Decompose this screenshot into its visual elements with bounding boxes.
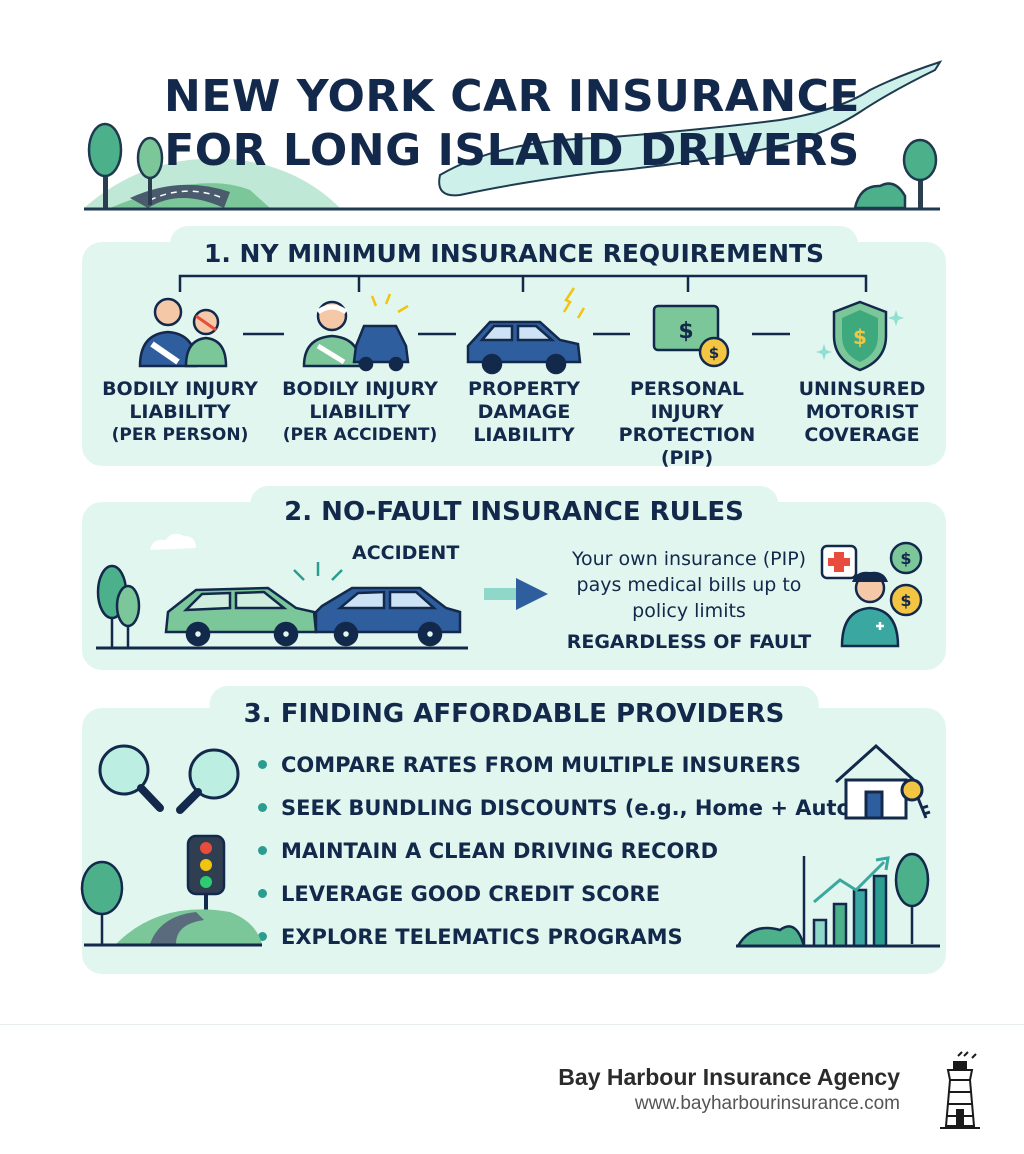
list-item: LEVERAGE GOOD CREDIT SCORE (258, 873, 861, 916)
requirement-uninsured-motorist: UNINSURED MOTORIST COVERAGE (798, 378, 926, 446)
page-title: NEW YORK CAR INSURANCE FOR LONG ISLAND D… (0, 70, 1024, 178)
accident-label: ACCIDENT (352, 542, 460, 564)
tree-icon (902, 138, 938, 208)
tree-icon (87, 122, 123, 208)
header: NEW YORK CAR INSURANCE FOR LONG ISLAND D… (0, 0, 1024, 220)
section3-heading: 3. FINDING AFFORDABLE PROVIDERS (209, 686, 819, 742)
agency-name: Bay Harbour Insurance Agency (558, 1064, 900, 1090)
no-fault-explanation: Your own insurance (PIP) pays medical bi… (566, 548, 812, 653)
title-line-2: FOR LONG ISLAND DRIVERS (164, 125, 860, 176)
section1-heading: 1. NY MINIMUM INSURANCE REQUIREMENTS (169, 226, 859, 282)
bullet-icon (258, 888, 267, 898)
list-item: SEEK BUNDLING DISCOUNTS (e.g., Home + Au… (258, 787, 861, 830)
tips-list: COMPARE RATES FROM MULTIPLE INSURERS SEE… (258, 744, 861, 959)
header-landscape-illustration (84, 60, 943, 211)
list-item: COMPARE RATES FROM MULTIPLE INSURERS (258, 744, 861, 787)
title-line-1: NEW YORK CAR INSURANCE (164, 71, 860, 122)
section-affordable-providers: 3. FINDING AFFORDABLE PROVIDERS COMPARE … (82, 686, 946, 974)
bullet-icon (258, 802, 267, 812)
requirement-pip: PERSONAL INJURY PROTECTION (PIP) (618, 378, 756, 469)
section-no-fault-rules: 2. NO-FAULT INSURANCE RULES (82, 486, 946, 670)
section2-heading: 2. NO-FAULT INSURANCE RULES (250, 486, 778, 538)
tree-icon (136, 136, 164, 205)
bullet-icon (258, 931, 267, 941)
requirement-bodily-injury-per-person: BODILY INJURY LIABILITY (PER PERSON) (102, 378, 258, 445)
bullet-icon (258, 845, 267, 855)
agency-url[interactable]: www.bayharbourinsurance.com (634, 1093, 900, 1114)
list-item: EXPLORE TELEMATICS PROGRAMS (258, 916, 861, 959)
agency-info: Bay Harbour Insurance Agency www.bayharb… (558, 1064, 900, 1115)
long-island-map-icon (438, 60, 943, 197)
bullet-icon (258, 759, 267, 769)
footer-divider (0, 1024, 1024, 1025)
list-item: MAINTAIN A CLEAN DRIVING RECORD (258, 830, 861, 873)
requirement-bodily-injury-per-accident: BODILY INJURY LIABILITY (PER ACCIDENT) (282, 378, 438, 445)
requirement-property-damage: PROPERTY DAMAGE LIABILITY (467, 378, 581, 446)
